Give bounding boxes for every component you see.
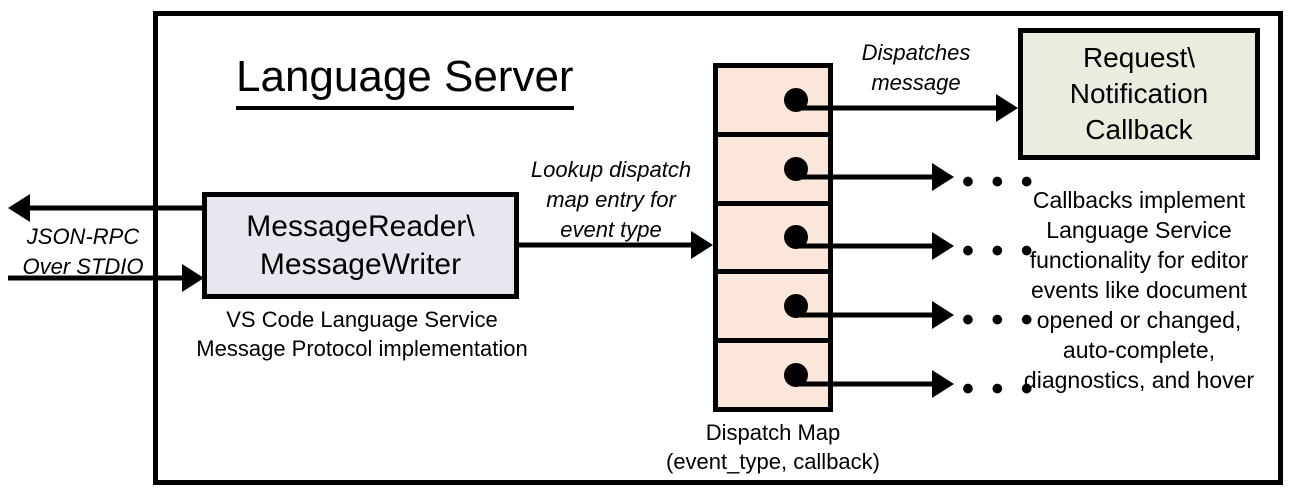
table-row[interactable]: [718, 343, 828, 407]
table-row[interactable]: [718, 274, 828, 344]
arrow-head-icon: [8, 194, 30, 222]
arrow-head-icon: [996, 94, 1018, 122]
edge-shaft: [519, 242, 695, 248]
arrow-head-icon: [691, 231, 713, 259]
edge-shaft: [800, 312, 833, 318]
edge-shaft: [833, 105, 999, 111]
edge-label-lookup-dispatch: Lookup dispatch map entry for event type: [530, 157, 692, 242]
edge-label-json-rpc-over-stdio: JSON-RPC Over STDIO: [22, 224, 144, 279]
edge-shaft: [833, 312, 935, 318]
edge-shaft: [800, 243, 833, 249]
arrow-head-icon: [182, 264, 204, 292]
node-request-notification-callback-caption: Callbacks implement Language Service fun…: [1023, 187, 1255, 393]
table-row[interactable]: [718, 137, 828, 206]
edge-shaft: [800, 174, 833, 180]
arrow-head-icon: [932, 301, 954, 329]
edge-label-dispatches-message: Dispatches message: [861, 40, 971, 95]
edge-shaft: [28, 205, 204, 211]
page-title: Language Server: [236, 50, 574, 110]
arrow-head-icon: [932, 163, 954, 191]
edge-shaft: [833, 174, 935, 180]
node-request-notification-callback-label: Request\ Notification Callback: [1069, 42, 1209, 145]
table-row[interactable]: [718, 206, 828, 275]
edge-shaft: [800, 105, 833, 111]
table-row[interactable]: [718, 68, 828, 137]
edge-shaft: [833, 381, 935, 387]
language-server-container: [153, 11, 1283, 485]
dispatch-map-caption: Dispatch Map (event_type, callback): [666, 420, 880, 474]
edge-shaft: [800, 381, 833, 387]
edge-shaft: [8, 275, 184, 281]
node-message-reader-writer-caption: VS Code Language Service Message Protoco…: [196, 307, 528, 361]
node-request-notification-callback[interactable]: Request\ Notification Callback: [1018, 28, 1260, 160]
edge-shaft: [833, 243, 935, 249]
arrow-head-icon: [932, 370, 954, 398]
node-message-reader-writer[interactable]: MessageReader\ MessageWriter: [202, 192, 519, 299]
dispatch-map-table[interactable]: [713, 63, 833, 412]
node-message-reader-writer-label: MessageReader\ MessageWriter: [246, 209, 475, 281]
arrow-head-icon: [932, 232, 954, 260]
